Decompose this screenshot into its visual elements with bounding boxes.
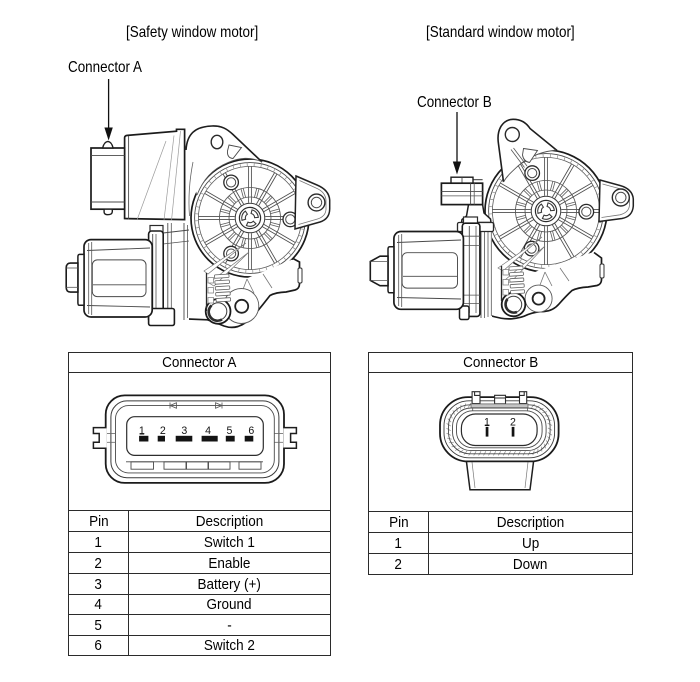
svg-text:2: 2 — [160, 425, 166, 437]
svg-text:6: 6 — [248, 425, 254, 437]
svg-text:5: 5 — [227, 425, 233, 437]
svg-text:1: 1 — [139, 425, 145, 437]
svg-text:1: 1 — [484, 417, 490, 429]
svg-text:4: 4 — [205, 425, 211, 437]
svg-text:2: 2 — [510, 417, 516, 429]
svg-text:3: 3 — [181, 425, 187, 437]
